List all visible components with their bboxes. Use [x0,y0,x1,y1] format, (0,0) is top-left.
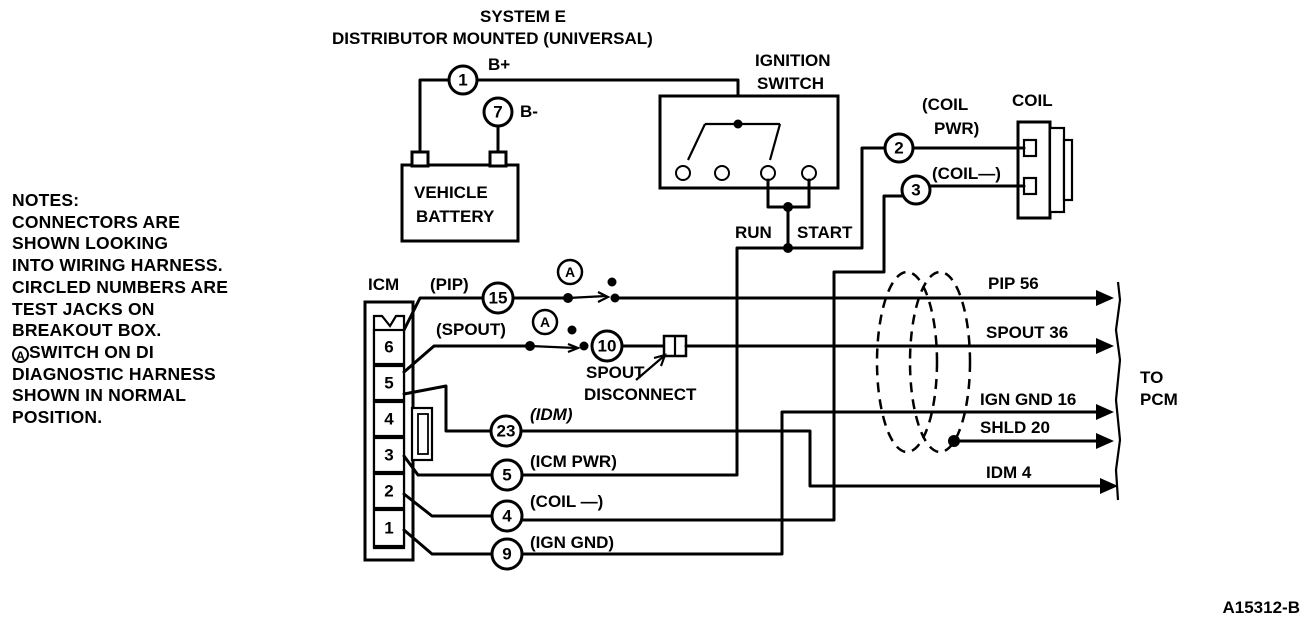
pcm-bracket [1114,281,1122,501]
notes-line: CONNECTORS ARE [12,211,181,232]
title-line2: DISTRIBUTOR MOUNTED (UNIVERSAL) [332,29,653,48]
pcm-spout-label: SPOUT 36 [986,323,1068,342]
notes-line: POSITION. [12,407,103,428]
test-jack-7: 7 [482,96,514,128]
jack-1-label: B+ [488,55,510,74]
notes-line: TEST JACKS ON [12,298,155,319]
test-jack-4: 4 [490,499,524,533]
jack-9-label: (IGN GND) [530,533,614,552]
jack-2-label-2: PWR) [934,119,979,138]
notes-line: BREAKOUT BOX. [12,320,162,341]
shield-front [875,270,939,454]
pcm-arrows [1096,290,1118,494]
svg-text:1: 1 [458,71,467,90]
jack-15-label: (PIP) [430,275,469,294]
to-pcm-label-1: TO [1140,368,1163,387]
spout-disconnect-connector [662,334,688,358]
notes-block: NOTES: CONNECTORS ARE SHOWN LOOKING INTO… [12,190,302,429]
figure-id: A15312-B [1222,598,1301,617]
svg-text:7: 7 [493,103,502,122]
title-line1: SYSTEM E [480,7,566,26]
icm-pin-4: 4 [384,410,394,429]
coil-label: COIL [1012,91,1053,110]
svg-text:10: 10 [598,337,617,356]
notes-line: INTO WIRING HARNESS. [12,255,223,276]
svg-text:A: A [565,264,575,280]
notes-line: CIRCLED NUMBERS ARE [12,276,229,297]
test-jack-9: 9 [490,537,524,571]
jack-4-label: (COIL —) [530,492,603,511]
battery-label-2: BATTERY [416,207,495,226]
notes-line: SHOWN LOOKING [12,233,169,254]
ignition-run-label: RUN [735,223,772,242]
pcm-pip-label: PIP 56 [988,274,1039,293]
icm-label: ICM [368,275,399,294]
jack-2-label-1: (COIL [922,95,968,114]
to-pcm-label-2: PCM [1140,390,1178,409]
spout-disconnect-label-1: SPOUT [586,363,645,382]
pcm-ign-gnd-label: IGN GND 16 [980,390,1076,409]
svg-text:9: 9 [502,545,511,564]
svg-text:23: 23 [497,422,516,441]
svg-text:2: 2 [894,139,903,158]
notes-line: NOTES: [12,190,80,210]
switch-a-symbol: A [12,345,29,363]
switch-a-spout: A [531,308,559,336]
test-jack-3: 3 [900,174,932,206]
jack-5-label: (ICM PWR) [530,452,617,471]
test-jack-2: 2 [883,132,915,164]
test-jack-23: 23 [489,414,523,448]
notes-line: SHOWN IN NORMAL [12,385,187,406]
jack-10-label: (SPOUT) [436,320,506,339]
test-jack-5: 5 [490,458,524,492]
jack-23-label: (IDM) [530,405,573,424]
jack-7-label: B- [520,102,538,121]
svg-text:15: 15 [489,289,508,308]
svg-text:5: 5 [502,466,511,485]
icm-pin-2: 2 [384,482,393,501]
svg-text:3: 3 [911,181,920,200]
ignition-coil [1016,120,1074,220]
test-jack-15: 15 [481,281,515,315]
shield-back [908,270,972,454]
ignition-switch-label-1: IGNITION [755,51,831,70]
notes-line: SWITCH ON DI [29,341,154,362]
pcm-shld-label: SHLD 20 [980,418,1050,437]
ignition-switch [658,94,840,190]
pcm-idm-label: IDM 4 [986,463,1032,482]
icm-pin-6: 6 [384,338,393,357]
vehicle-battery: VEHICLE BATTERY [400,150,520,243]
svg-text:A: A [540,314,550,330]
test-jack-10: 10 [590,329,624,363]
icm-pin-3: 3 [384,446,393,465]
switch-a-pip: A [556,258,584,286]
svg-text:4: 4 [502,507,512,526]
battery-label-1: VEHICLE [414,183,488,202]
icm-connector [363,300,434,562]
ignition-switch-label-2: SWITCH [757,74,824,93]
test-jack-1: 1 [447,64,479,96]
notes-line: DIAGNOSTIC HARNESS [12,363,216,384]
icm-pin-5: 5 [384,374,393,393]
spout-disconnect-label-2: DISCONNECT [584,385,697,404]
ignition-start-label: START [797,223,853,242]
jack-3-label: (COIL—) [932,164,1001,183]
icm-pin-1: 1 [384,519,393,538]
